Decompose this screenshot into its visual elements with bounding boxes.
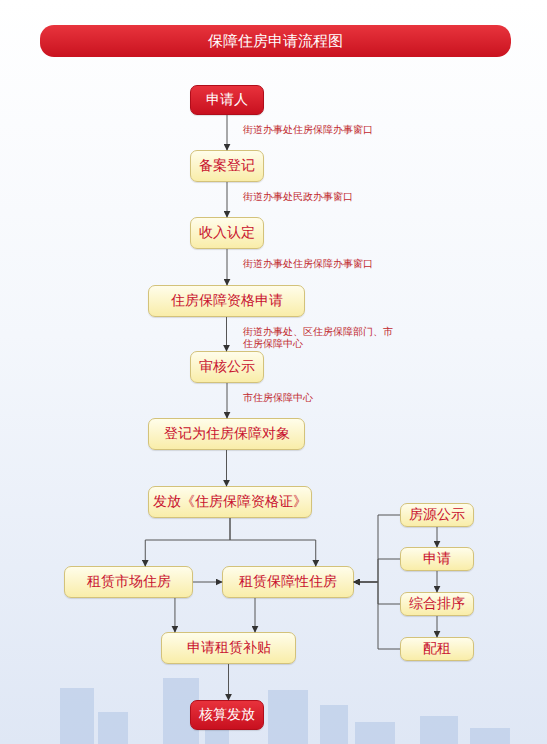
- flow-arrow: [227, 182, 228, 217]
- process-box: 审核公示: [190, 351, 264, 383]
- flow-arrow: [437, 527, 438, 547]
- process-box: 综合排序: [400, 592, 474, 616]
- flow-arrow: [228, 664, 229, 700]
- flow-arrow: [437, 571, 438, 592]
- flow-arrow: [227, 115, 228, 150]
- process-box: 发放《住房保障资格证》: [148, 486, 312, 518]
- box-label: 申请: [419, 550, 455, 568]
- flow-arrow: [226, 317, 227, 351]
- title-band: 保障住房申请流程图: [40, 25, 511, 57]
- flow-arrow: [227, 383, 228, 418]
- flow-arrow: [354, 582, 400, 604]
- box-label: 申请人: [202, 91, 252, 109]
- edge-label: 街道办事处民政办事窗口: [243, 191, 393, 203]
- terminal-box: 申请人: [190, 85, 264, 115]
- edge-label: 街道办事处住房保障办事窗口: [243, 124, 393, 136]
- flow-arrow: [174, 598, 175, 632]
- box-label: 住房保障资格申请: [167, 292, 287, 310]
- box-label: 登记为住房保障对象: [160, 425, 294, 443]
- flow-arrow: [145, 518, 230, 566]
- box-label: 发放《住房保障资格证》: [149, 493, 311, 511]
- process-box: 房源公示: [400, 503, 474, 527]
- process-box: 租赁保障性住房: [222, 566, 354, 598]
- box-label: 收入认定: [195, 224, 259, 242]
- edge-label: 街道办事处住房保障办事窗口: [243, 258, 393, 270]
- process-box: 申请: [400, 547, 474, 571]
- box-label: 租赁保障性住房: [235, 573, 341, 591]
- flow-arrow: [437, 616, 438, 637]
- flow-arrow: [193, 582, 222, 583]
- box-label: 审核公示: [195, 358, 259, 376]
- flow-arrow: [255, 598, 256, 632]
- box-label: 配租: [419, 640, 455, 658]
- edge-label: 街道办事处、区住房保障部门、市住房保障中心: [243, 326, 393, 350]
- flow-arrow: [354, 559, 400, 582]
- process-box: 备案登记: [190, 150, 264, 182]
- box-label: 核算发放: [195, 706, 259, 724]
- process-box: 申请租赁补贴: [161, 632, 296, 664]
- process-box: 登记为住房保障对象: [148, 418, 305, 450]
- flow-arrow: [227, 249, 228, 285]
- box-label: 综合排序: [405, 595, 469, 613]
- box-label: 房源公示: [405, 506, 469, 524]
- process-box: 收入认定: [190, 217, 264, 249]
- process-box: 配租: [400, 637, 474, 661]
- box-label: 申请租赁补贴: [183, 639, 275, 657]
- flow-arrow: [354, 515, 400, 582]
- process-box: 租赁市场住房: [64, 566, 193, 598]
- process-box: 住房保障资格申请: [148, 285, 305, 317]
- flow-arrow: [230, 518, 316, 566]
- edge-label: 市住房保障中心: [243, 392, 393, 404]
- box-label: 租赁市场住房: [83, 573, 175, 591]
- flow-arrow: [226, 450, 227, 486]
- terminal-box: 核算发放: [190, 700, 264, 730]
- flow-arrow: [354, 582, 400, 649]
- box-label: 备案登记: [195, 157, 259, 175]
